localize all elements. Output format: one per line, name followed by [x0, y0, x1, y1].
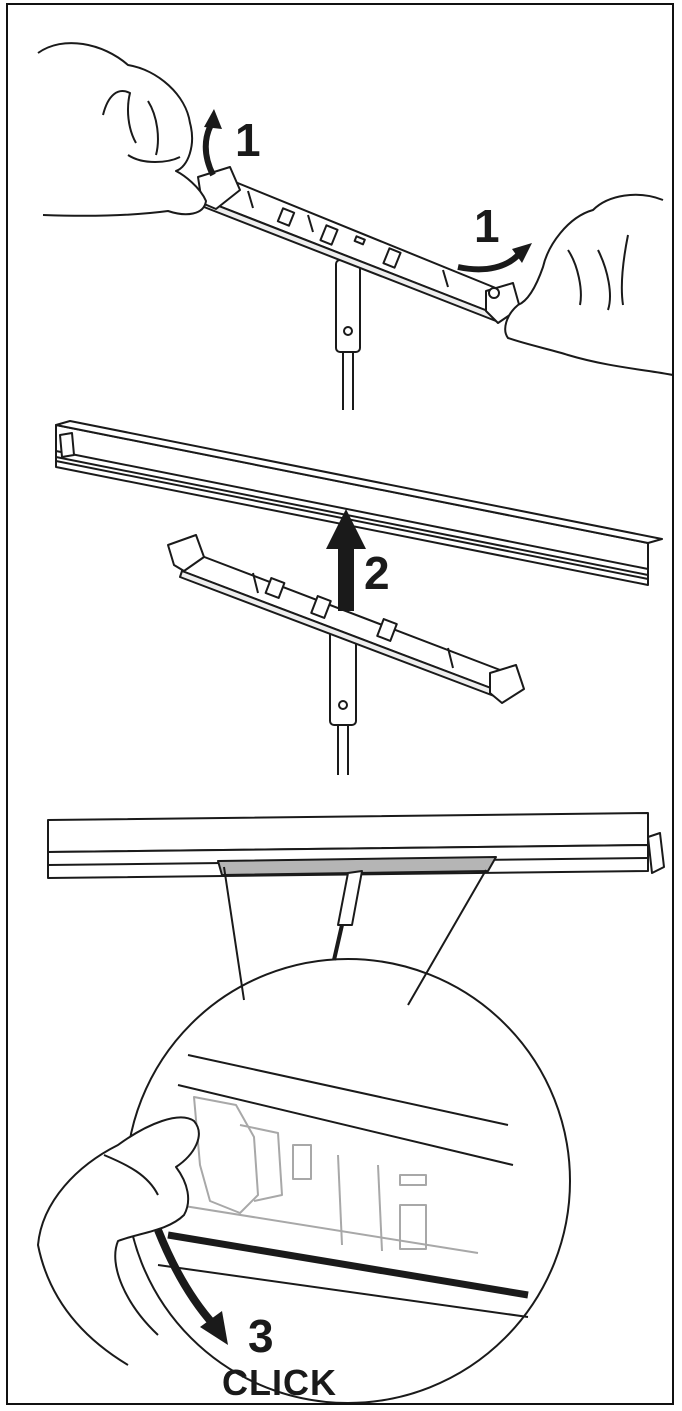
right-end-cap — [489, 664, 525, 704]
step3-label: 3 — [248, 1310, 274, 1362]
pendant-rod — [335, 259, 361, 410]
step1-left-label: 1 — [235, 114, 261, 166]
left-hand — [37, 42, 207, 217]
step3-panel — [37, 812, 665, 1403]
pressing-finger — [37, 1116, 200, 1366]
detail-end-cap — [193, 1096, 427, 1252]
step1-right-label: 1 — [474, 200, 500, 252]
driver-housing — [179, 549, 509, 700]
instruction-sheet: 1 1 2 3 CLICK — [6, 3, 674, 1405]
left-end-cap — [167, 534, 205, 572]
pendant-rod — [329, 629, 357, 775]
step2-panel — [55, 420, 663, 775]
step3-click-arrow — [154, 1228, 217, 1328]
assembled-rail — [47, 812, 665, 879]
detail-rail — [157, 1054, 529, 1318]
cable-stub — [332, 870, 363, 961]
step2-label: 2 — [364, 547, 390, 599]
profile-rail — [55, 420, 663, 586]
zoom-callout — [223, 866, 487, 1006]
right-hand — [504, 193, 672, 376]
step1-panel — [37, 42, 672, 410]
assembly-illustration — [37, 42, 672, 1403]
detail-circle — [125, 958, 571, 1403]
step2-up-arrow — [326, 509, 366, 611]
step1-left-arrow — [202, 121, 216, 177]
click-label: CLICK — [222, 1362, 337, 1403]
step1-right-arrow — [457, 250, 523, 273]
